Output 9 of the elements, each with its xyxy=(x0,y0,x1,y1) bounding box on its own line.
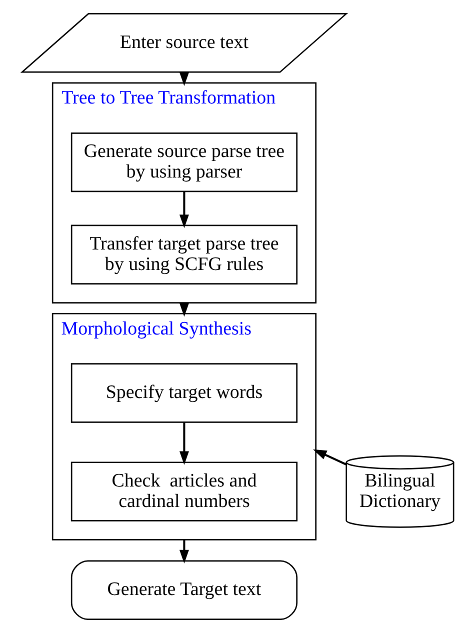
node-box: Generate Target text xyxy=(70,560,298,620)
arrow xyxy=(178,540,188,564)
arrow xyxy=(312,449,346,466)
arrow xyxy=(178,422,188,465)
node-box: Generate source parse tree by using parser xyxy=(70,132,298,192)
node-box: Check articles and cardinal numbers xyxy=(70,462,298,522)
node-box: Specify target words xyxy=(70,363,298,423)
node-box: Transfer target parse tree by using SCFG rules xyxy=(70,224,298,284)
arrow xyxy=(178,192,188,228)
